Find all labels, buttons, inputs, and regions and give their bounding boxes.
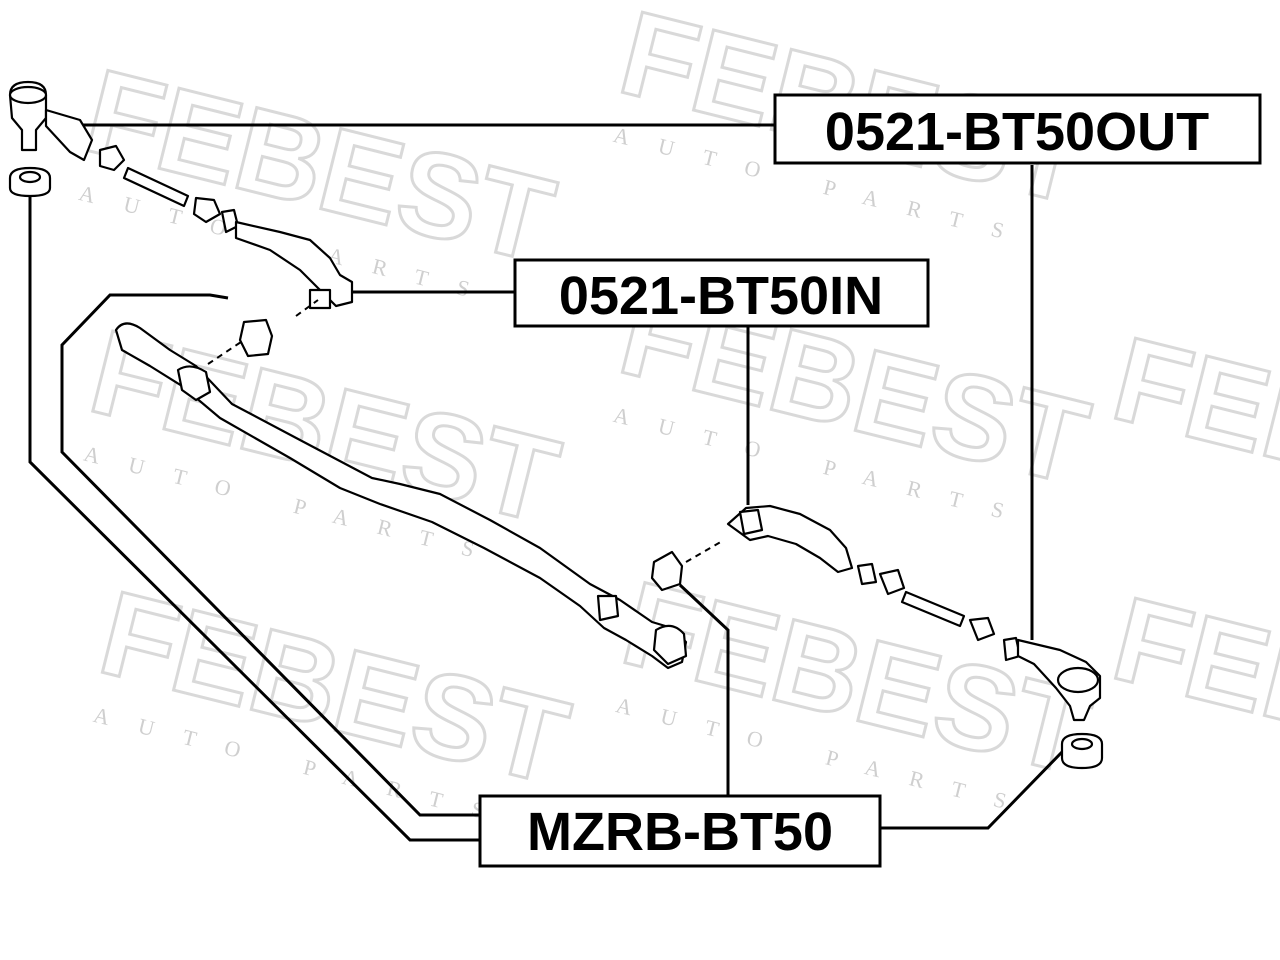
leader-boot-right [880, 750, 1064, 830]
outer-tie-rod-end-left [8, 80, 354, 358]
stud-dash [295, 299, 319, 317]
watermark-brand: FEBEST [1102, 572, 1280, 817]
label-inner-tie-rod-end: 0521-BT50IN [513, 258, 930, 328]
leader-boot-left-outer [28, 192, 480, 842]
stud-dash [685, 539, 725, 563]
leader-lines [28, 123, 1064, 842]
center-bushing [650, 550, 684, 592]
leader-boot-center [678, 583, 730, 795]
label-inner-tie-rod-end-text: 0521-BT50IN [559, 266, 883, 326]
label-outer-tie-rod-end: 0521-BT50OUT [773, 93, 1262, 165]
parts [8, 80, 1104, 770]
center-tie-rod [114, 322, 688, 670]
watermark-brand: FEBEST [1102, 312, 1280, 557]
stud-dash [207, 339, 245, 365]
inner-tie-rod-end-right [726, 504, 1104, 770]
leader-boot-left-inner [60, 293, 480, 817]
label-boot-text: MZRB-BT50 [527, 802, 833, 862]
label-outer-tie-rod-end-text: 0521-BT50OUT [825, 102, 1209, 162]
label-boot: MZRB-BT50 [478, 794, 882, 868]
